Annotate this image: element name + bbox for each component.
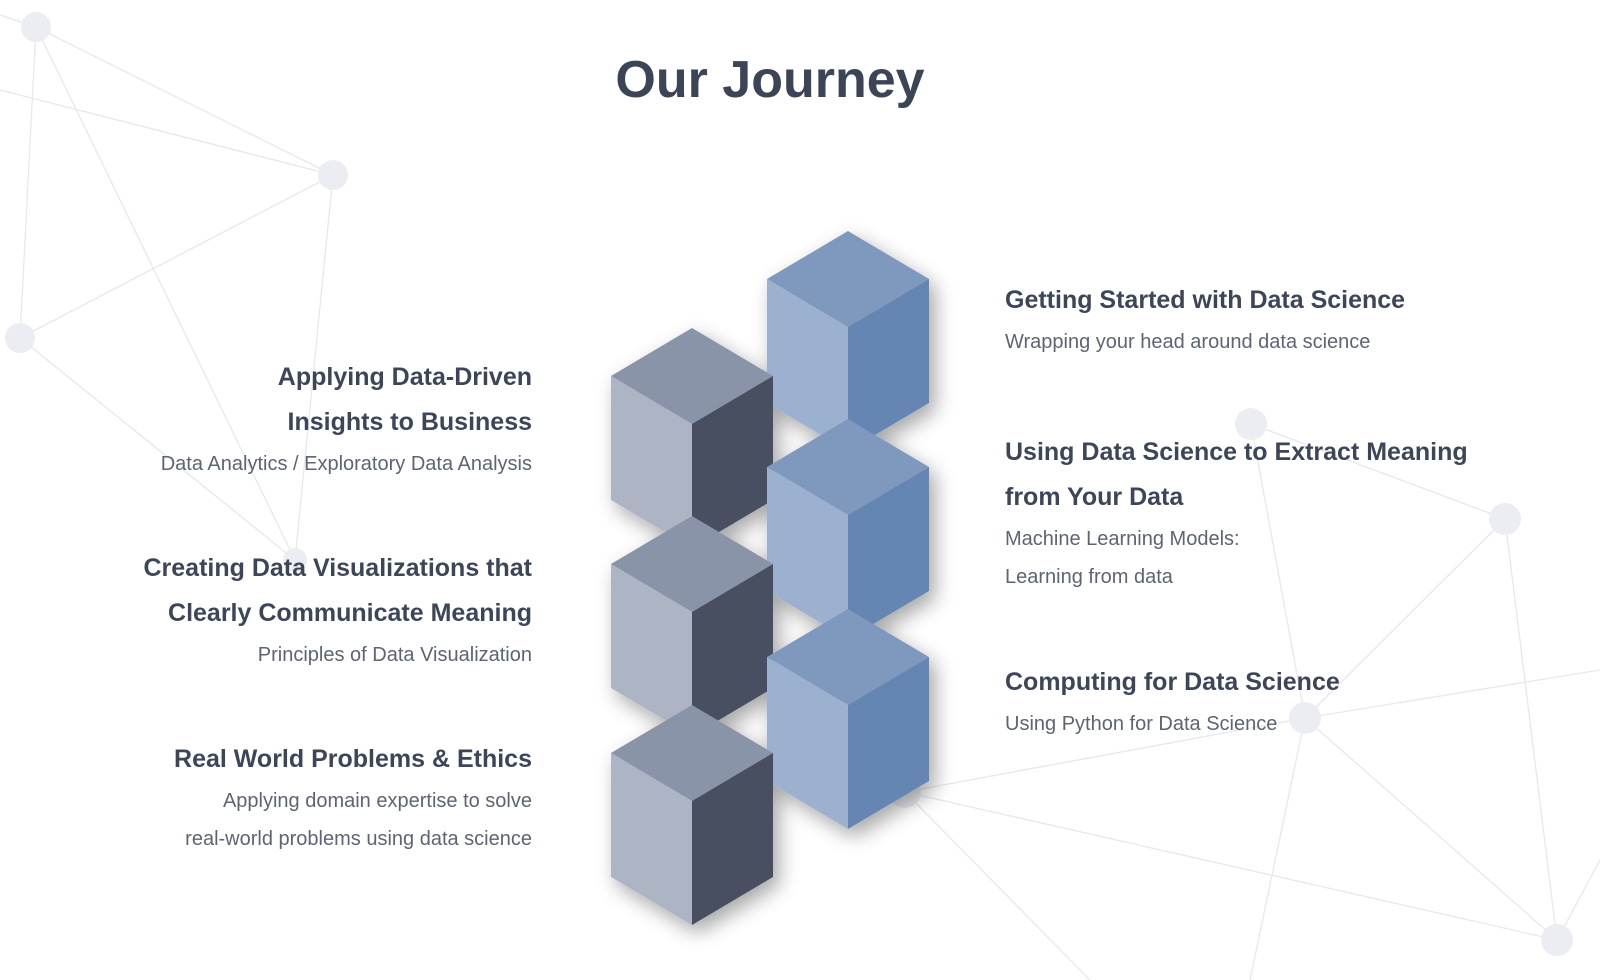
step-title-line: Applying Data-Driven [277, 363, 532, 391]
step-subtitle: Using Python for Data Science [1005, 705, 1340, 743]
cube-grey-3 [611, 705, 773, 925]
cube-blue-2 [767, 419, 929, 639]
cube-left-face [767, 279, 848, 451]
cube-right-face [848, 467, 929, 639]
step-subtitle: Applying domain expertise to solve real-… [174, 782, 532, 858]
step-right-3: Computing for Data Science Using Python … [1005, 660, 1340, 743]
step-left-1: Applying Data-Driven Insights to Busines… [161, 355, 532, 483]
step-title-line: Using Data Science to Extract Meaning [1005, 438, 1468, 466]
cube-left-face [611, 564, 692, 736]
cube-blue-3 [767, 609, 929, 829]
step-right-2: Using Data Science to Extract Meaning fr… [1005, 430, 1468, 596]
step-title: Getting Started with Data Science [1005, 278, 1405, 323]
step-subtitle-line: Applying domain expertise to solve [222, 790, 532, 812]
cube-blue-1 [767, 231, 929, 451]
step-subtitle-line: Principles of Data Visualization [257, 644, 532, 666]
step-subtitle-line: Machine Learning Models: [1005, 528, 1240, 550]
step-title-line: Real World Problems & Ethics [174, 745, 532, 773]
step-subtitle: Principles of Data Visualization [143, 636, 532, 674]
step-title-line: Getting Started with Data Science [1005, 286, 1406, 314]
cube-right-face [692, 376, 773, 548]
page-title: Our Journey [615, 51, 925, 109]
cube-right-face [848, 279, 929, 451]
step-subtitle-line: Wrapping your head around data science [1005, 331, 1371, 353]
cube-grey-2 [611, 516, 773, 736]
cube-left-face [611, 753, 692, 925]
cube-left-face [767, 657, 848, 829]
step-title-line: Computing for Data Science [1005, 668, 1340, 696]
step-title: Computing for Data Science [1005, 660, 1340, 705]
cube-grey-1 [611, 328, 773, 548]
step-title: Using Data Science to Extract Meaning fr… [1005, 430, 1468, 520]
step-title-line: Creating Data Visualizations that [143, 554, 532, 582]
cube-left-face [767, 467, 848, 639]
cube-right-face [692, 564, 773, 736]
step-title: Real World Problems & Ethics [174, 737, 532, 782]
step-left-2: Creating Data Visualizations that Clearl… [143, 546, 532, 674]
step-left-3: Real World Problems & Ethics Applying do… [174, 737, 532, 858]
step-subtitle: Machine Learning Models: Learning from d… [1005, 520, 1468, 596]
step-subtitle-line: real-world problems using data science [185, 828, 532, 850]
step-right-1: Getting Started with Data Science Wrappi… [1005, 278, 1405, 361]
step-subtitle: Wrapping your head around data science [1005, 323, 1405, 361]
step-subtitle-line: Using Python for Data Science [1005, 713, 1278, 735]
step-title-line: Insights to Business [287, 408, 532, 436]
step-title: Creating Data Visualizations that Clearl… [143, 546, 532, 636]
step-subtitle-line: Data Analytics / Exploratory Data Analys… [160, 453, 532, 475]
cube-right-face [692, 753, 773, 925]
step-subtitle-line: Learning from data [1005, 566, 1173, 588]
cube-right-face [848, 657, 929, 829]
step-subtitle: Data Analytics / Exploratory Data Analys… [161, 445, 532, 483]
step-title: Applying Data-Driven Insights to Busines… [161, 355, 532, 445]
step-title-line: from Your Data [1005, 483, 1184, 511]
cube-left-face [611, 376, 692, 548]
step-title-line: Clearly Communicate Meaning [168, 599, 532, 627]
